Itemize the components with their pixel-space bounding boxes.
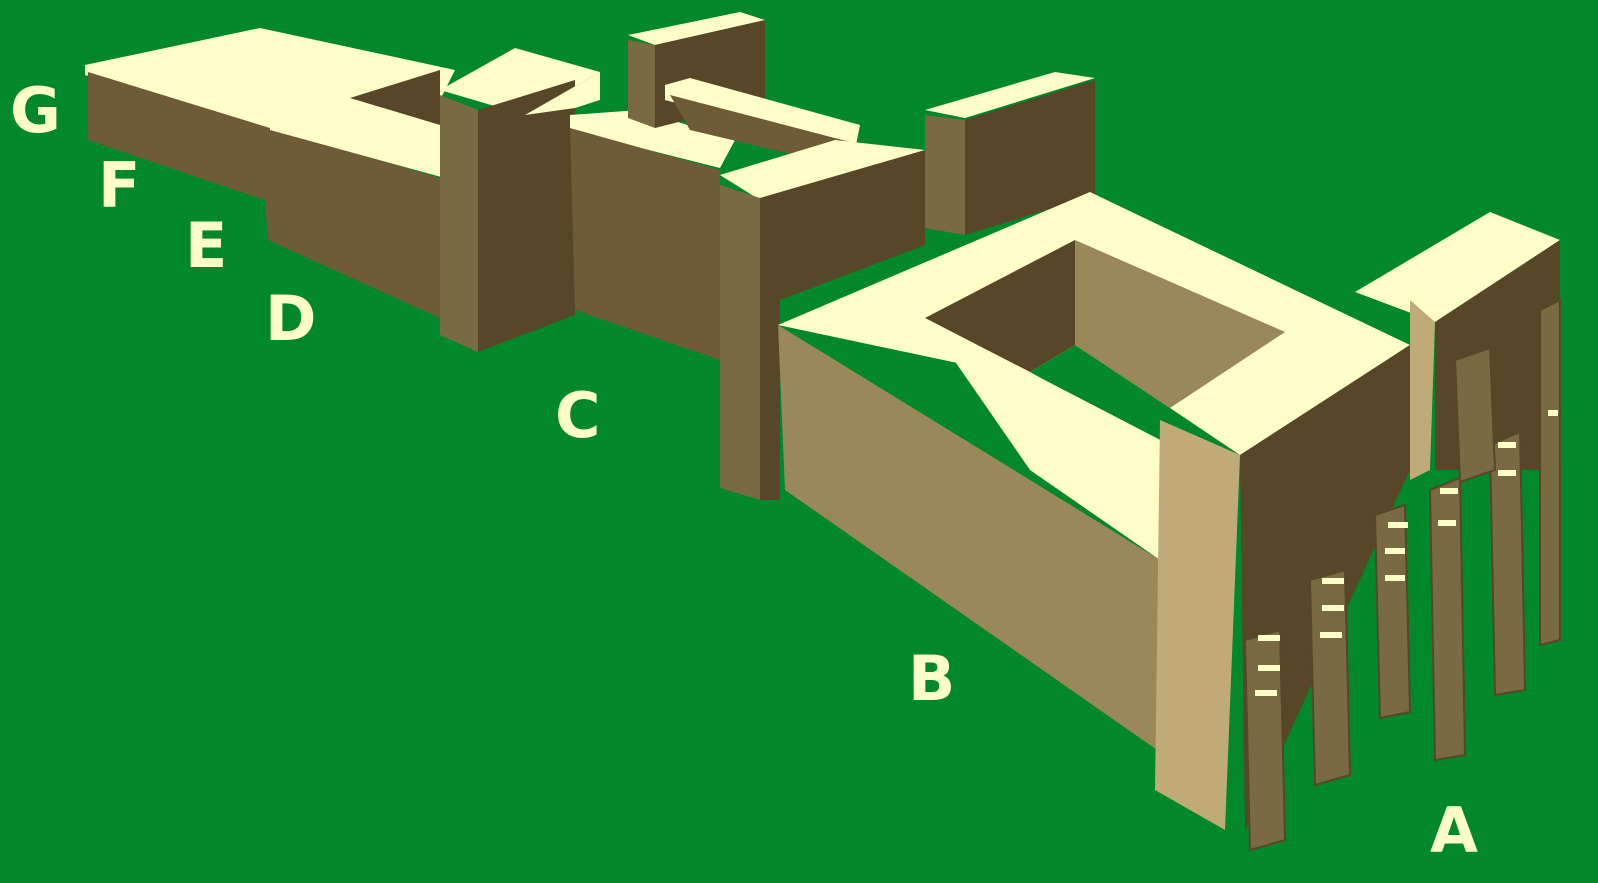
label-c: C bbox=[555, 385, 601, 447]
label-b: B bbox=[908, 648, 955, 710]
frame-right-pillar bbox=[1155, 420, 1240, 830]
label-a: A bbox=[1430, 800, 1478, 862]
label-d: D bbox=[265, 288, 316, 350]
label-e: E bbox=[185, 215, 227, 277]
label-g: G bbox=[10, 80, 61, 142]
label-f: F bbox=[98, 155, 140, 217]
